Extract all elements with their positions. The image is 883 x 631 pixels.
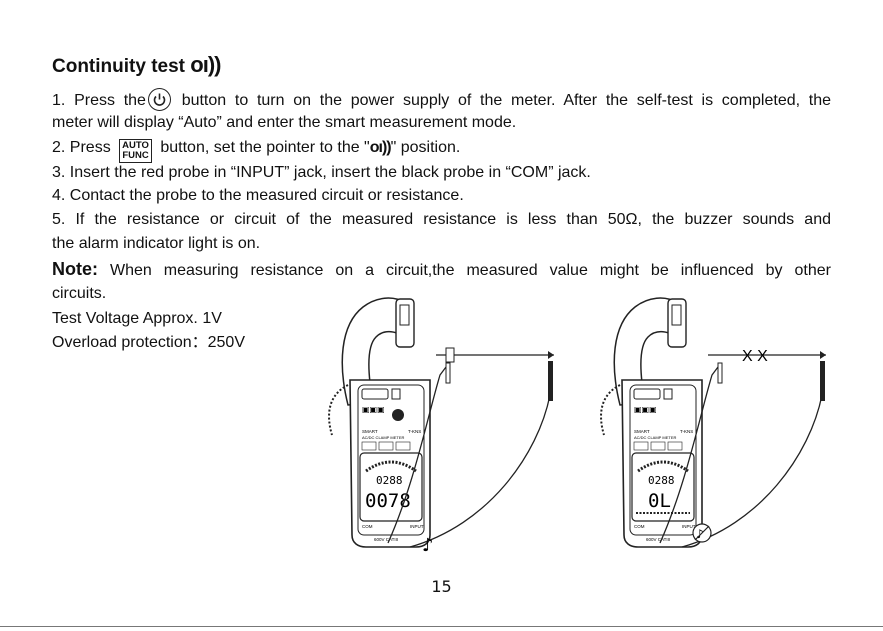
heading-text: Continuity test bbox=[52, 56, 185, 77]
display-top-reading: 0288 bbox=[648, 474, 675, 487]
meter-subtitle-label: AC/DC CLAMP METER bbox=[634, 435, 676, 440]
step-3: 3. Insert the red probe in “INPUT” jack,… bbox=[52, 164, 591, 181]
continuity-symbol-icon: oı)) bbox=[369, 139, 392, 156]
buzzer-note-icon: ♪ bbox=[422, 535, 434, 555]
display-main-reading: 0L bbox=[648, 490, 671, 512]
step-1-line-2: meter will display “Auto” and enter the … bbox=[52, 114, 517, 131]
clamp-meter-figure-right: ▣▣▣ SMART T-KNS AC/DC CLAMP METER 0288 0… bbox=[600, 297, 826, 548]
jack-com-label: COM bbox=[634, 524, 645, 529]
open-circuit-mark: X X bbox=[742, 348, 768, 365]
power-button-icon bbox=[147, 88, 171, 111]
step-5-line-1: 5. If the resistance or circuit of the m… bbox=[52, 211, 831, 228]
step-4: 4. Contact the probe to the measured cir… bbox=[52, 187, 464, 204]
svg-text:▣▣▣: ▣▣▣ bbox=[634, 405, 657, 414]
overload-protection: Overload protection：250V bbox=[52, 334, 246, 351]
cat-rating-label: 600V CATIII bbox=[646, 537, 670, 542]
display-top-reading: 0288 bbox=[376, 474, 403, 487]
footer-divider bbox=[0, 626, 883, 627]
page-number: 15 bbox=[431, 577, 452, 596]
meter-model-label: T-KNS bbox=[408, 429, 421, 434]
note-label: Note: bbox=[52, 259, 98, 279]
step-1-line-1: 1. Press the button to turn on the power… bbox=[52, 88, 831, 111]
display-main-reading: 0078 bbox=[365, 490, 411, 512]
continuity-symbol-icon: oı)) bbox=[190, 52, 221, 77]
test-voltage: Test Voltage Approx. 1V bbox=[52, 310, 222, 327]
step-5-line-2: the alarm indicator light is on. bbox=[52, 235, 261, 252]
jack-com-label: COM bbox=[362, 524, 373, 529]
section-heading: Continuity test oı)) bbox=[52, 52, 221, 78]
svg-text:♪: ♪ bbox=[696, 527, 704, 541]
svg-text:▣▣▣: ▣▣▣ bbox=[362, 405, 385, 414]
meter-model-label: T-KNS bbox=[680, 429, 693, 434]
clamp-meter-figure-left: ▣▣▣ SMART T-KNS AC/DC CLAMP METER 0288 0… bbox=[328, 297, 554, 555]
meter-brand-label: SMART bbox=[634, 429, 650, 434]
note-line-2: circuits. bbox=[52, 285, 107, 302]
jack-input-label: INPUT bbox=[682, 524, 696, 529]
meter-brand-label: SMART bbox=[362, 429, 378, 434]
jack-input-label: INPUT bbox=[410, 524, 424, 529]
meter-subtitle-label: AC/DC CLAMP METER bbox=[362, 435, 404, 440]
cat-rating-label: 600V CATIII bbox=[374, 537, 398, 542]
note-line-1: Note: When measuring resistance on a cir… bbox=[52, 259, 831, 279]
